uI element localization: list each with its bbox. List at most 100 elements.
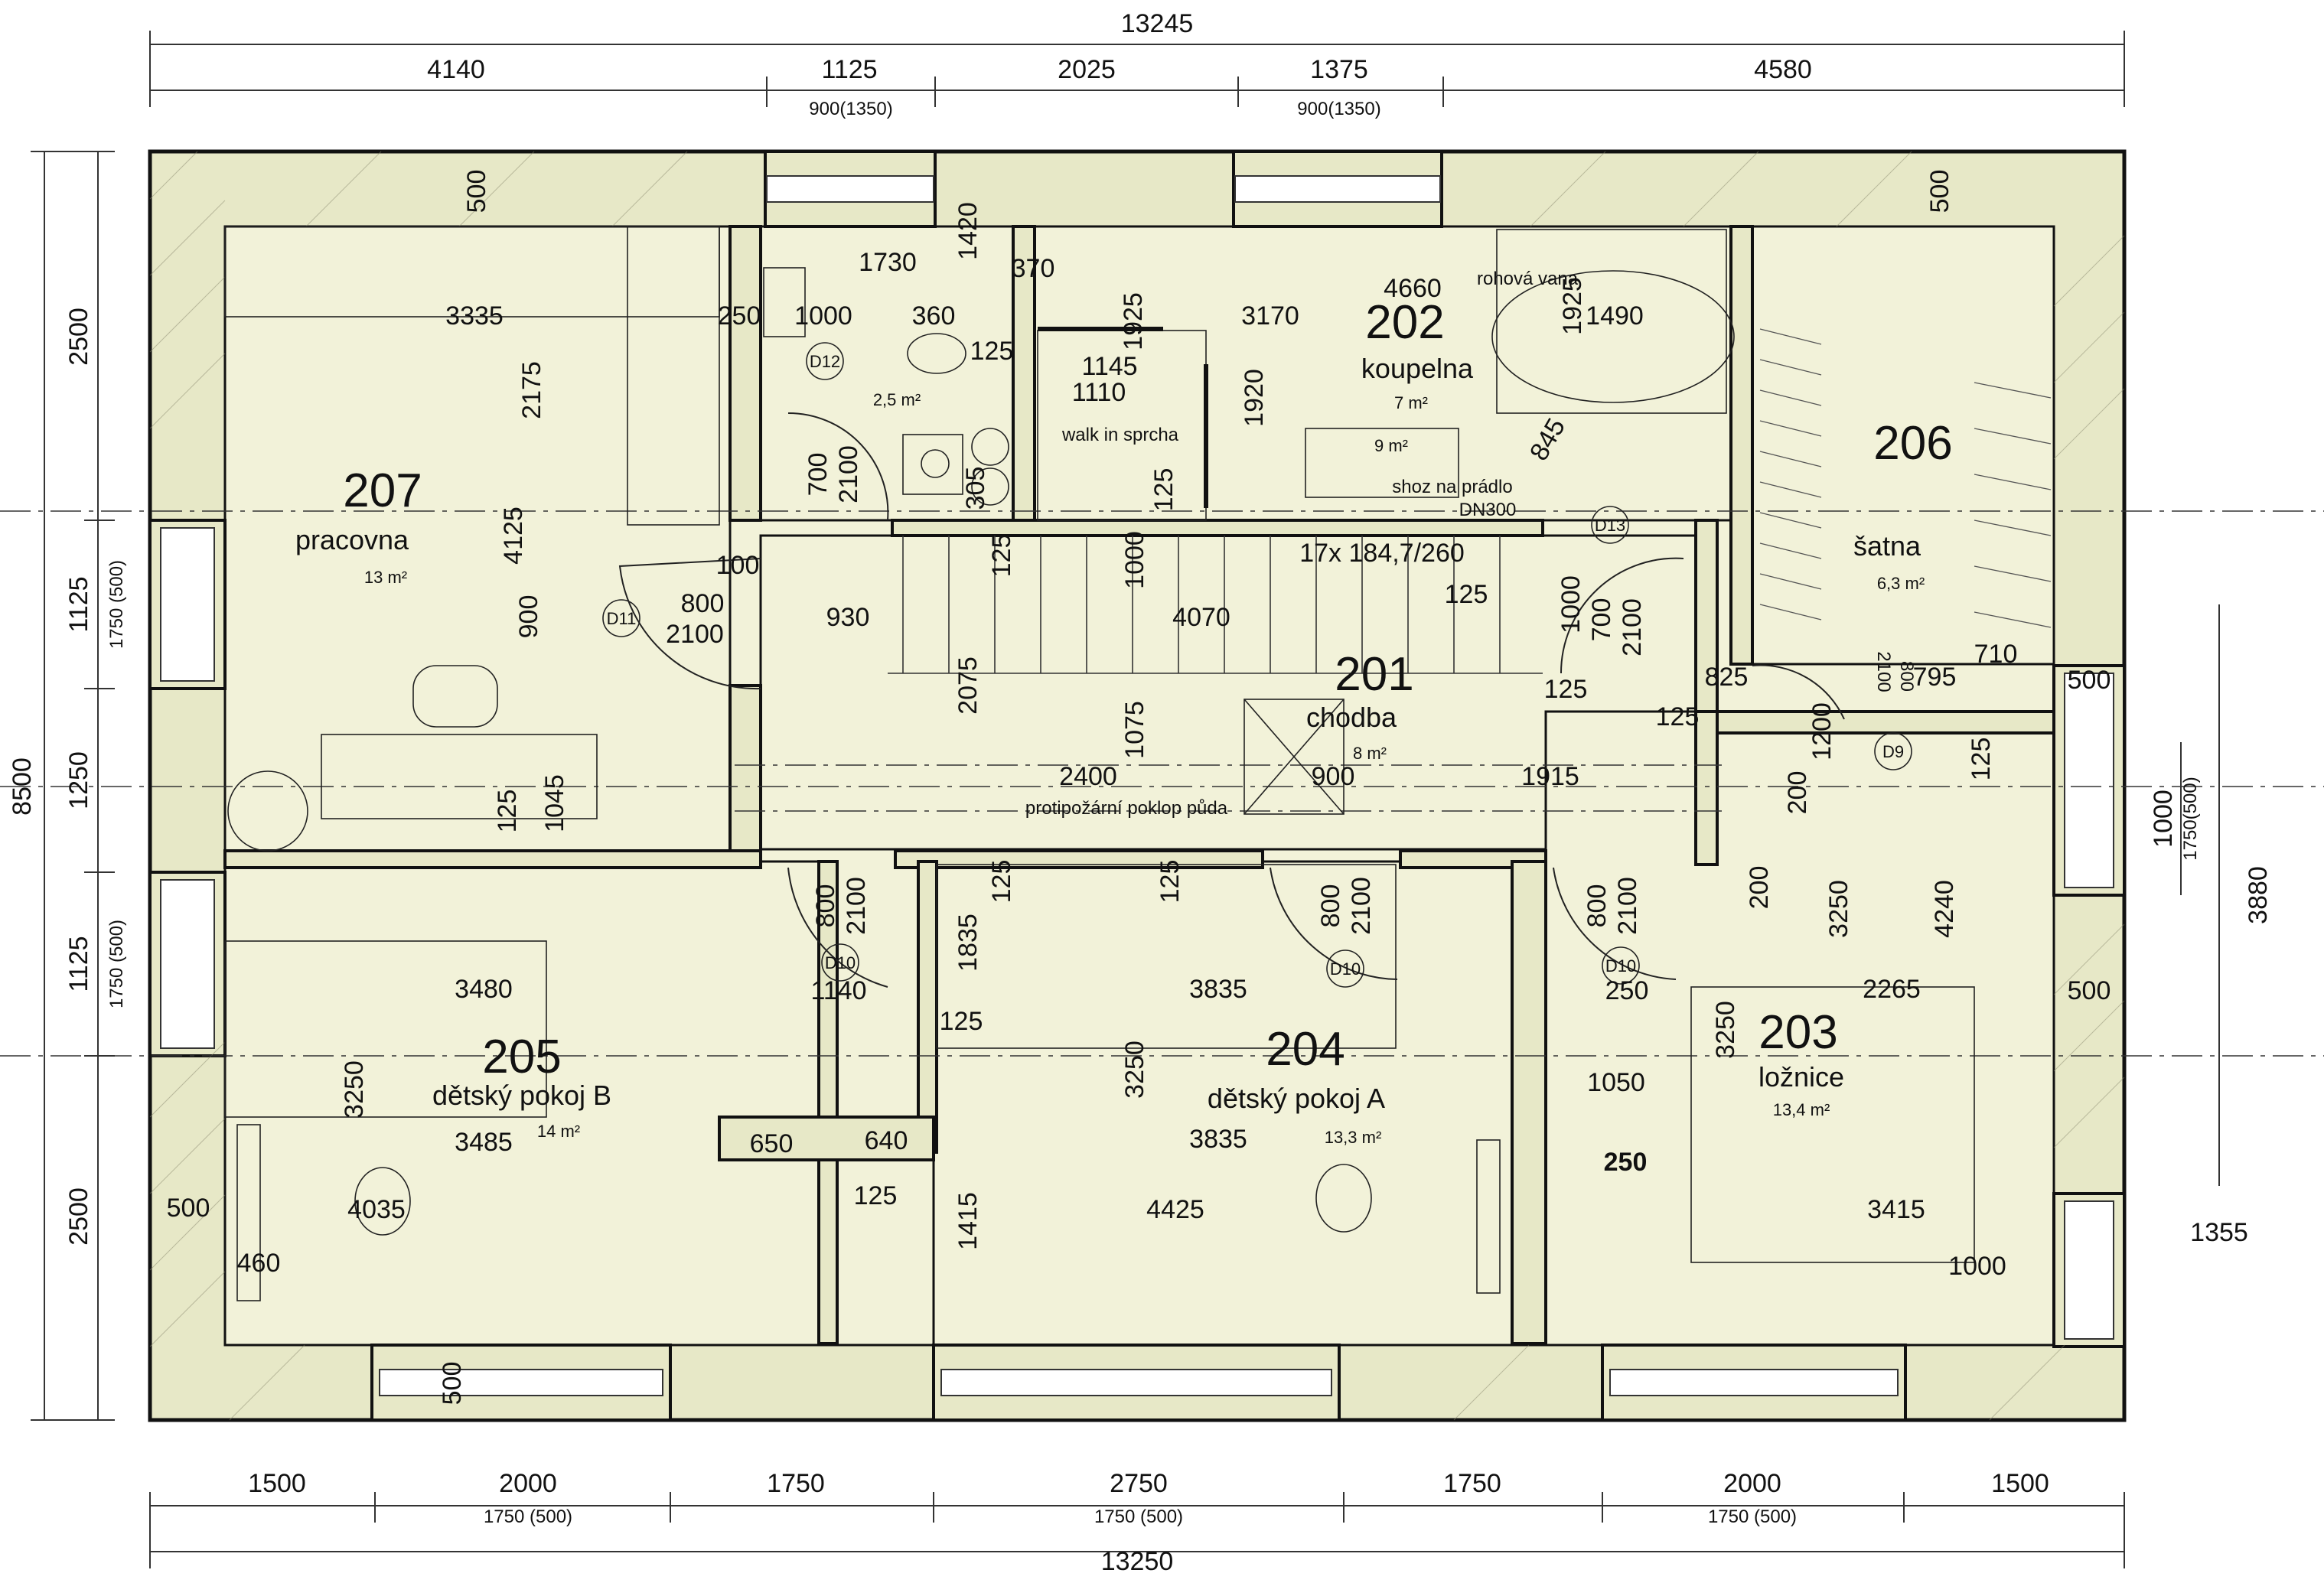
dimension-label: 1915	[1521, 762, 1579, 791]
door-d10b-h: 2100	[1347, 877, 1376, 935]
room-202-area: 7 m²	[1394, 393, 1428, 412]
door-d13-h: 2100	[1618, 598, 1647, 656]
dim-top-1: 4140	[427, 55, 485, 84]
room-205-name: dětský pokoj B	[432, 1080, 611, 1111]
door-d12: D12	[810, 352, 840, 371]
room-202-number: 202	[1365, 296, 1444, 349]
dim-bottom-3: 1750	[767, 1469, 825, 1498]
dimension-label: 3170	[1241, 301, 1299, 331]
dimension-label: 4240	[1930, 880, 1959, 938]
room-201	[759, 534, 1697, 851]
dimension-lines	[31, 31, 2220, 1568]
dim-right-500-c: 500	[1925, 170, 1954, 213]
door-tags	[602, 342, 1912, 988]
room-203	[1544, 710, 2055, 1347]
dimension-label: 100	[716, 551, 760, 580]
dimension-label: 3485	[455, 1128, 513, 1157]
dim-bottom-total: 13250	[1101, 1547, 1174, 1576]
dimension-label: 4035	[347, 1195, 406, 1224]
note-stairs: 17x 184,7/260	[1299, 539, 1465, 568]
dim-right-3880: 3880	[2244, 866, 2273, 924]
dimension-label: 360	[912, 301, 956, 331]
dim-right-1750: 1750(500)	[2180, 777, 2201, 860]
dimension-label: 3250	[1824, 880, 1853, 938]
dimension-label: 4660	[1384, 274, 1442, 303]
dimension-label: 640	[865, 1126, 908, 1155]
dim-left-5: 2500	[64, 1187, 93, 1246]
dim-wall-500-bottom: 500	[438, 1362, 467, 1405]
dimension-label: 3835	[1189, 975, 1247, 1004]
room-204-area: 13,3 m²	[1325, 1128, 1382, 1147]
dim-bottom-2: 2000	[499, 1469, 557, 1498]
dimension-label: 2100	[1873, 651, 1894, 692]
room-206	[1751, 225, 2055, 666]
room-wc	[759, 225, 1015, 522]
door-d10-b: D10	[1330, 959, 1361, 979]
dimension-label: 1920	[1240, 369, 1269, 427]
windows	[160, 175, 2114, 1396]
dim-bottom-4: 2750	[1110, 1469, 1168, 1498]
dimension-label: 125	[987, 534, 1016, 578]
dimension-label: 1000	[1948, 1252, 2006, 1281]
dim-left-2: 1125	[64, 576, 93, 632]
dim-left-sub-1: 1750 (500)	[106, 560, 127, 649]
dim-top-sub-1: 900(1350)	[809, 99, 892, 119]
dimension-label: 125	[940, 1007, 983, 1036]
door-d10-a: D10	[825, 953, 856, 972]
note-bathtub: rohová vana	[1477, 269, 1579, 289]
dimension-label: 2175	[517, 361, 546, 419]
dim-left-total: 8500	[8, 757, 37, 816]
dimension-label: 3335	[445, 301, 504, 331]
dimension-label: 125	[1544, 675, 1588, 704]
dimension-label: 1420	[953, 202, 983, 260]
dimension-label: 1145	[1081, 352, 1137, 381]
dimension-label: 650	[750, 1129, 794, 1158]
room-205-area: 14 m²	[537, 1122, 580, 1141]
room-wc-area: 2,5 m²	[873, 390, 921, 409]
note-hatch: protipožární poklop půda	[1025, 798, 1228, 819]
dimension-label: 1000	[794, 301, 852, 331]
room-201-name: chodba	[1306, 702, 1397, 733]
room-204-name: dětský pokoj A	[1208, 1083, 1385, 1114]
dimension-label: 1730	[859, 248, 917, 277]
dim-top-total: 13245	[1121, 9, 1194, 38]
interior-rooms	[223, 225, 2055, 1347]
dimension-label: 1490	[1586, 301, 1644, 331]
dimension-label: 1835	[953, 914, 983, 972]
dim-bottom-sub-1: 1750 (500)	[484, 1506, 572, 1527]
dimension-label: 250	[718, 301, 761, 331]
room-205-number: 205	[482, 1031, 561, 1083]
room-203-name: ložnice	[1758, 1061, 1844, 1093]
dim-bottom-5: 1750	[1443, 1469, 1501, 1498]
room-204-number: 204	[1266, 1023, 1345, 1076]
dimension-label: 200	[1745, 866, 1774, 910]
door-d13: D13	[1595, 516, 1625, 535]
dim-bottom-sub-3: 1750 (500)	[1708, 1506, 1797, 1527]
dimension-label: 3835	[1189, 1125, 1247, 1154]
dimension-label: 825	[1705, 663, 1749, 692]
dimension-label: 900	[514, 595, 543, 639]
interior-walls	[223, 225, 2055, 1345]
door-d10c-h: 2100	[1613, 877, 1642, 935]
room-206-area: 6,3 m²	[1877, 574, 1925, 593]
note-laundry-dn: DN300	[1459, 500, 1517, 520]
dim-bottom-sub-2: 1750 (500)	[1094, 1506, 1183, 1527]
room-201-area: 8 m²	[1353, 744, 1387, 763]
dimension-label: 125	[493, 790, 522, 833]
room-207-area: 13 m²	[364, 568, 407, 587]
dimension-label: 3250	[1120, 1041, 1149, 1099]
door-d9: D9	[1882, 742, 1904, 761]
dim-top-3: 2025	[1058, 55, 1116, 84]
dim-left-3: 1250	[64, 751, 93, 809]
dimension-label: 1110	[1072, 378, 1126, 407]
furniture	[224, 226, 2052, 1301]
dimension-label: 4070	[1172, 603, 1230, 632]
dimension-label: 250	[1605, 976, 1649, 1005]
dimension-label: 125	[1149, 468, 1178, 512]
plan-notes: rohová vana walk in sprcha shoz na prádl…	[1025, 269, 1579, 819]
dim-wall-500-top: 500	[462, 170, 491, 213]
room-203-number: 203	[1758, 1006, 1837, 1059]
dimension-label: 1925	[1119, 292, 1148, 350]
dimension-label: 125	[970, 337, 1014, 366]
dimension-label: 125	[987, 860, 1016, 904]
